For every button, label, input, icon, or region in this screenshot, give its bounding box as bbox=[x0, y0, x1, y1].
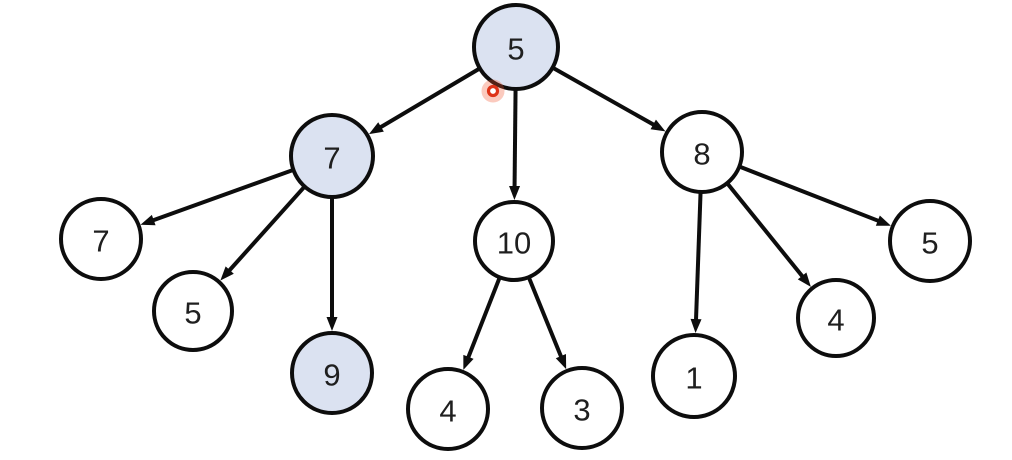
node-value-n8: 8 bbox=[693, 136, 710, 171]
tree-node-root: 5 bbox=[472, 3, 560, 91]
node-value-leaf9: 9 bbox=[323, 357, 340, 392]
tree-node-leaf4m: 4 bbox=[406, 367, 490, 451]
edge-arrowhead-n10-leaf4m bbox=[463, 354, 474, 370]
tree-node-leaf9: 9 bbox=[290, 331, 374, 415]
edge-line-root-n7 bbox=[374, 66, 481, 132]
edge-line-n7-leaf5l bbox=[224, 185, 307, 276]
node-circle-leaf3 bbox=[540, 366, 624, 450]
edge-line-n10-leaf4m bbox=[464, 276, 502, 364]
tree-node-n8: 8 bbox=[660, 110, 744, 194]
laser-pointer-icon bbox=[486, 84, 500, 98]
tree-node-leaf7: 7 bbox=[59, 197, 143, 281]
nodes-layer: 5 7 8 10 7 5 9 4 3 1 4 5 bbox=[59, 3, 972, 451]
node-value-leaf5l: 5 bbox=[184, 295, 201, 330]
edge-arrowhead-n8-leaf5r bbox=[875, 215, 891, 226]
edge-arrowhead-n8-leaf1 bbox=[690, 318, 702, 334]
edge-line-n8-leaf1 bbox=[693, 191, 703, 326]
edge-line-root-n8 bbox=[551, 65, 660, 130]
node-circle-leaf1 bbox=[651, 333, 737, 419]
edge-line-n8-leaf4r bbox=[725, 181, 808, 282]
node-circle-leaf4r bbox=[796, 278, 876, 358]
node-value-leaf1: 1 bbox=[685, 360, 702, 395]
edge-line-n10-leaf3 bbox=[526, 276, 565, 363]
laser-pointer-glow bbox=[481, 79, 505, 103]
tree-node-leaf1: 1 bbox=[651, 333, 737, 419]
tree-node-leaf5l: 5 bbox=[152, 270, 234, 352]
edge-arrowhead-n7-leaf9 bbox=[326, 317, 338, 331]
node-value-leaf4r: 4 bbox=[827, 302, 844, 337]
node-circle-n7 bbox=[289, 113, 375, 199]
tree-node-leaf4r: 4 bbox=[796, 278, 876, 358]
edge-arrowhead-root-n7 bbox=[368, 122, 384, 135]
node-circle-n10 bbox=[473, 200, 555, 282]
node-value-root: 5 bbox=[507, 31, 524, 66]
node-circle-leaf5l bbox=[152, 270, 234, 352]
node-value-leaf3: 3 bbox=[573, 392, 590, 427]
node-circle-leaf4m bbox=[406, 367, 490, 451]
node-circle-leaf5r bbox=[888, 199, 972, 283]
tree-node-leaf3: 3 bbox=[540, 366, 624, 450]
edge-arrowhead-root-n8 bbox=[650, 119, 666, 132]
node-value-leaf5r: 5 bbox=[921, 225, 938, 260]
edge-arrowhead-n8-leaf4r bbox=[797, 272, 811, 287]
node-circle-n8 bbox=[660, 110, 744, 194]
edge-arrowhead-n7-leaf7 bbox=[140, 214, 156, 226]
node-value-n7: 7 bbox=[323, 140, 340, 175]
edge-line-n8-leaf5r bbox=[738, 164, 885, 225]
edge-line-n7-leaf7 bbox=[147, 167, 295, 224]
node-circle-leaf9 bbox=[290, 331, 374, 415]
pointer-layer bbox=[481, 79, 505, 103]
node-circle-leaf7 bbox=[59, 197, 143, 281]
edges-layer bbox=[140, 65, 891, 370]
tree-node-n10: 10 bbox=[473, 200, 555, 282]
edge-arrowhead-n7-leaf5l bbox=[220, 266, 234, 281]
tree-node-leaf5r: 5 bbox=[888, 199, 972, 283]
node-value-leaf4m: 4 bbox=[439, 393, 456, 428]
node-value-leaf7: 7 bbox=[92, 223, 109, 258]
node-value-n10: 10 bbox=[497, 225, 531, 260]
tree-node-n7: 7 bbox=[289, 113, 375, 199]
edge-line-root-n10 bbox=[512, 88, 518, 193]
edge-arrowhead-root-n10 bbox=[509, 185, 521, 201]
edge-arrowhead-n10-leaf3 bbox=[555, 354, 567, 370]
node-circle-root bbox=[472, 3, 560, 91]
